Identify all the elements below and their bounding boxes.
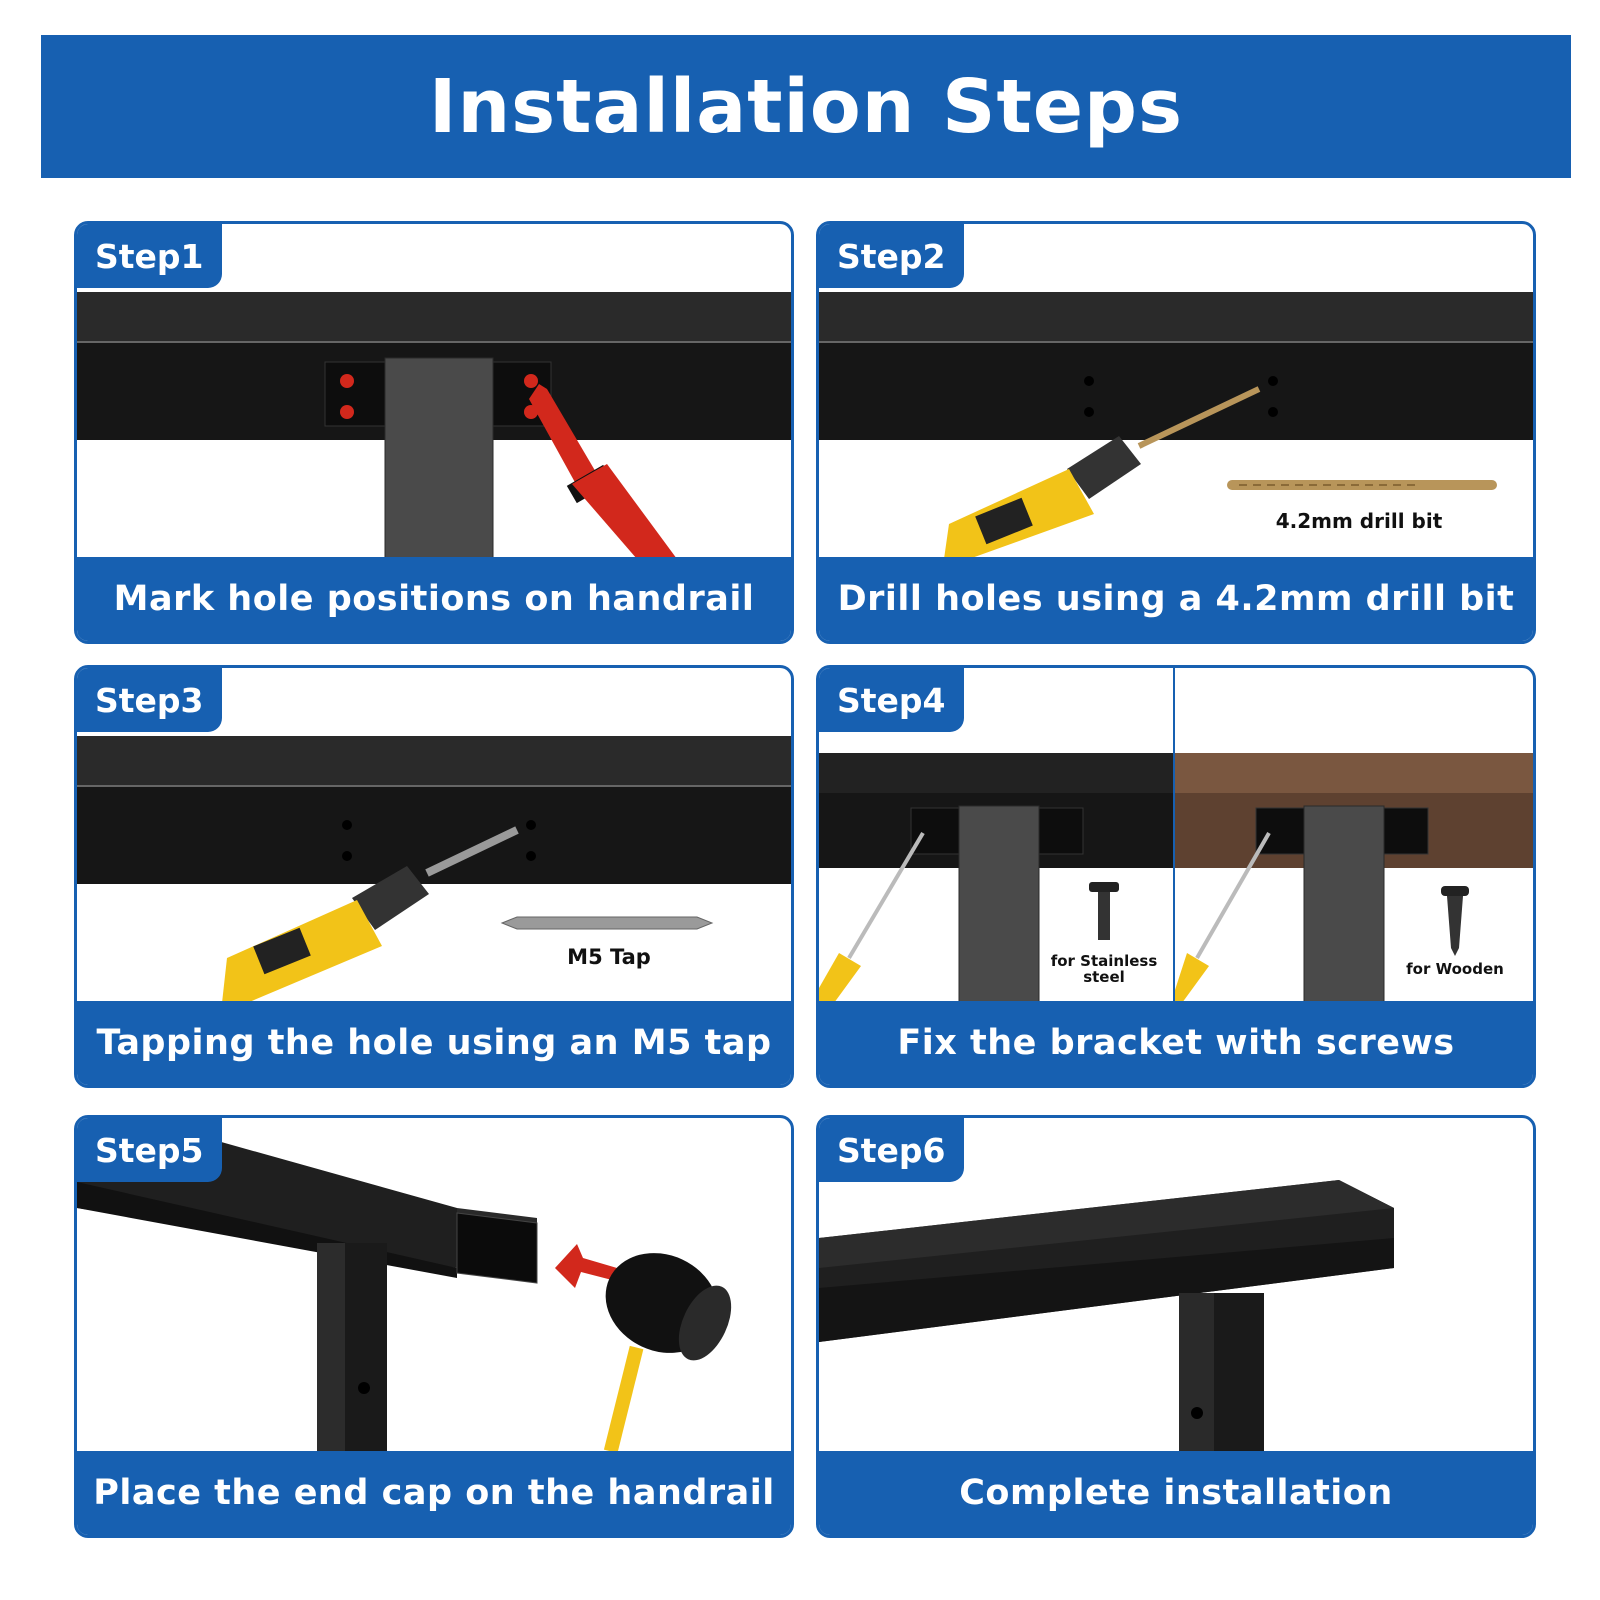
wooden-label: for Wooden: [1406, 960, 1504, 978]
step-5-tab: Step5: [77, 1118, 222, 1182]
machine-screw-icon: [1089, 882, 1119, 940]
step-5-card: Step5 Place the end cap on: [74, 1115, 794, 1538]
step-1-tab: Step1: [77, 224, 222, 288]
step-3-tab: Step3: [77, 668, 222, 732]
wood-screw-icon: [1441, 886, 1469, 956]
rubber-mallet: [603, 1253, 732, 1453]
step-6-tab: Step6: [819, 1118, 964, 1182]
step-1-caption: Mark hole positions on handrail: [77, 557, 791, 641]
power-drill: [222, 826, 519, 1003]
step-3-card: Step3 M5 Tap Tapping the hole using an M…: [74, 665, 794, 1088]
drill-bit-label: 4.2mm drill bit: [1276, 509, 1443, 533]
installed-handrail: [819, 1180, 1394, 1453]
stainless-label-line2: steel: [1083, 968, 1125, 986]
wooden-rail-panel: for Wooden: [1175, 753, 1533, 1003]
step-2-illustration: 4.2mm drill bit: [819, 224, 1533, 559]
stainless-rail-panel: for Stainless steel: [819, 753, 1173, 1003]
step-4-tab: Step4: [819, 668, 964, 732]
step-1-card: Step1 Mark hole positions on handrail: [74, 221, 794, 644]
step-2-tab: Step2: [819, 224, 964, 288]
step-2-card: Step2 4.2mm drill bit Drill holes using …: [816, 221, 1536, 644]
m5-tap-label: M5 Tap: [567, 945, 651, 969]
step-4-caption: Fix the bracket with screws: [819, 1001, 1533, 1085]
step-5-illustration: [77, 1118, 791, 1453]
step-6-card: Step6 Complete installation: [816, 1115, 1536, 1538]
step-6-illustration: [819, 1118, 1533, 1453]
step-6-caption: Complete installation: [819, 1451, 1533, 1535]
arrow-icon: [555, 1244, 617, 1288]
drill-bit: [1227, 480, 1497, 490]
title-banner: Installation Steps: [41, 35, 1571, 178]
step-2-caption: Drill holes using a 4.2mm drill bit: [819, 557, 1533, 641]
m5-tap: [500, 916, 714, 930]
step-4-illustration: for Stainless steel for Wooden: [819, 668, 1533, 1003]
step-4-card: Step4 for Stainless steel: [816, 665, 1536, 1088]
step-3-caption: Tapping the hole using an M5 tap: [77, 1001, 791, 1085]
stainless-label: for Stainless: [1051, 952, 1158, 970]
end-cap: [456, 1212, 538, 1284]
power-drill: [944, 386, 1261, 559]
step-3-illustration: M5 Tap: [77, 668, 791, 1003]
page-title: Installation Steps: [428, 63, 1184, 150]
step-5-caption: Place the end cap on the handrail: [77, 1451, 791, 1535]
step-1-illustration: [77, 224, 791, 559]
handrail-end: [77, 1138, 537, 1453]
marker-pen: [529, 384, 677, 559]
